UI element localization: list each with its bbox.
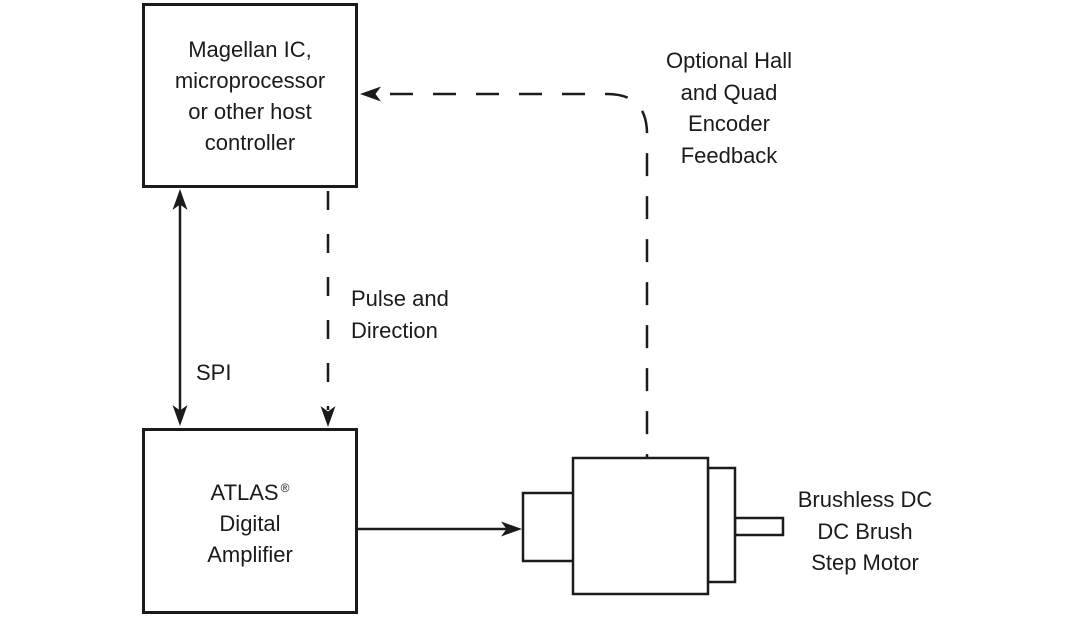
motor-body [571,456,710,596]
encoder-feedback-line-3: Encoder [688,111,770,136]
pulse-direction-line-2: Direction [351,317,438,343]
pulse-direction-label: Pulse and Direction [351,283,449,346]
spi-arrow-up-head [172,189,188,210]
encoder-feedback-label: Optional Hall and Quad Encoder Feedback [629,45,829,171]
encoder-feedback-line-2: and Quad [680,79,778,105]
atlas-amplifier-label: ATLAS® Digital Amplifier [207,473,293,570]
motor-label-line-2: DC Brush [817,518,913,544]
encoder-feedback-dashed-arrow [360,86,649,458]
pulse-direction-arrow-head [320,406,336,427]
encoder-feedback-arrow-head [360,86,381,102]
atlas-name: ATLAS [210,479,279,505]
atlas-name-line: ATLAS® [207,473,293,508]
host-controller-line-3: or other host [188,98,312,124]
motor-label: Brushless DC DC Brush Step Motor [770,484,960,579]
encoder-feedback-line-4: Feedback [680,142,778,168]
host-controller-line-1: Magellan IC, [188,36,312,62]
motor-symbol [521,456,785,596]
amplifier-output-arrow-head [501,521,522,537]
spi-arrow-down-head [172,405,188,426]
pulse-direction-line-1: Pulse and [351,286,449,311]
atlas-line-3: Amplifier [207,541,293,567]
motor-endcap [706,466,737,584]
pulse-direction-dashed-arrow [320,191,336,427]
motor-label-line-3: Step Motor [811,550,919,575]
atlas-line-2: Digital [219,510,281,536]
host-controller-label: Magellan IC, microprocessor or other hos… [175,34,325,158]
spi-bidirectional-arrow [172,189,188,426]
encoder-feedback-line-1: Optional Hall [666,48,792,73]
atlas-amplifier-node: ATLAS® Digital Amplifier [142,428,358,614]
amplifier-output-arrow [358,521,522,537]
host-controller-line-2: microprocessor [174,67,326,93]
host-controller-node: Magellan IC, microprocessor or other hos… [142,3,358,188]
motor-label-line-1: Brushless DC [797,487,933,512]
motor-flange [521,491,576,563]
registered-trademark-symbol: ® [280,480,290,495]
host-controller-line-4: controller [204,129,296,155]
spi-label: SPI [196,360,232,385]
encoder-feedback-path [390,92,649,458]
